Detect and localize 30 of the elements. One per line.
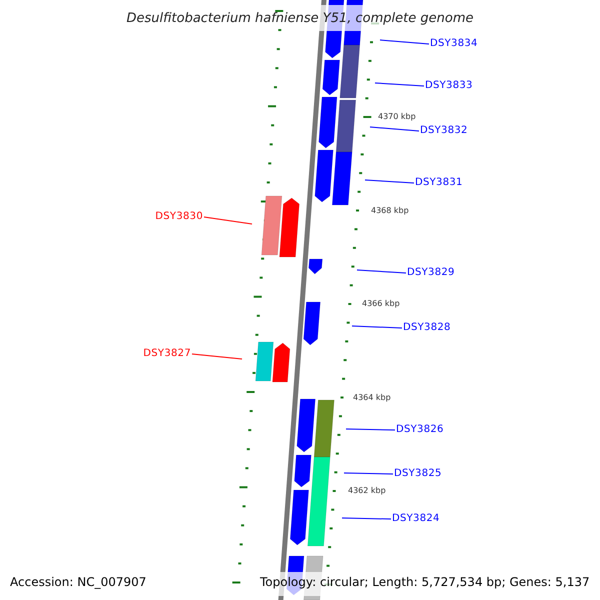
scale-label: 4364 kbp [353,394,391,402]
scale-label: 4370 kbp [378,113,416,121]
genome-stats-text: Topology: circular; Length: 5,727,534 bp; Genes: 5,137 [260,576,590,588]
gene-label: DSY3831 [415,178,463,188]
gene-label: DSY3828 [403,323,451,333]
leader-line [370,126,420,132]
gene-label: DSY3832 [420,126,468,136]
gene-label: DSY3834 [430,39,478,49]
gene-label: DSY3826 [396,425,444,435]
leader-line [356,270,406,274]
gene-label: DSY3830 [155,212,203,222]
gene-label: DSY3824 [392,514,440,524]
leader-line [346,428,396,430]
gene-label: DSY3833 [425,81,473,91]
leader-line [204,216,252,224]
leader-line [342,518,392,520]
gene-label: DSY3825 [394,469,442,479]
scale-label: 4362 kbp [348,487,386,495]
leader-line [192,354,242,360]
scale-label: 4368 kbp [371,207,409,215]
leader-line [364,180,414,184]
gene-label: DSY3829 [407,268,455,278]
leader-line [374,82,424,86]
gene-label: DSY3827 [143,349,191,359]
leader-line [380,40,430,44]
accession-text: Accession: NC_007907 [10,576,146,588]
scale-label: 4366 kbp [362,300,400,308]
genome-title: Desulfitobacterium hafniense Y51, complete genome [126,12,474,24]
leader-line [352,326,402,328]
leader-line [344,472,394,474]
